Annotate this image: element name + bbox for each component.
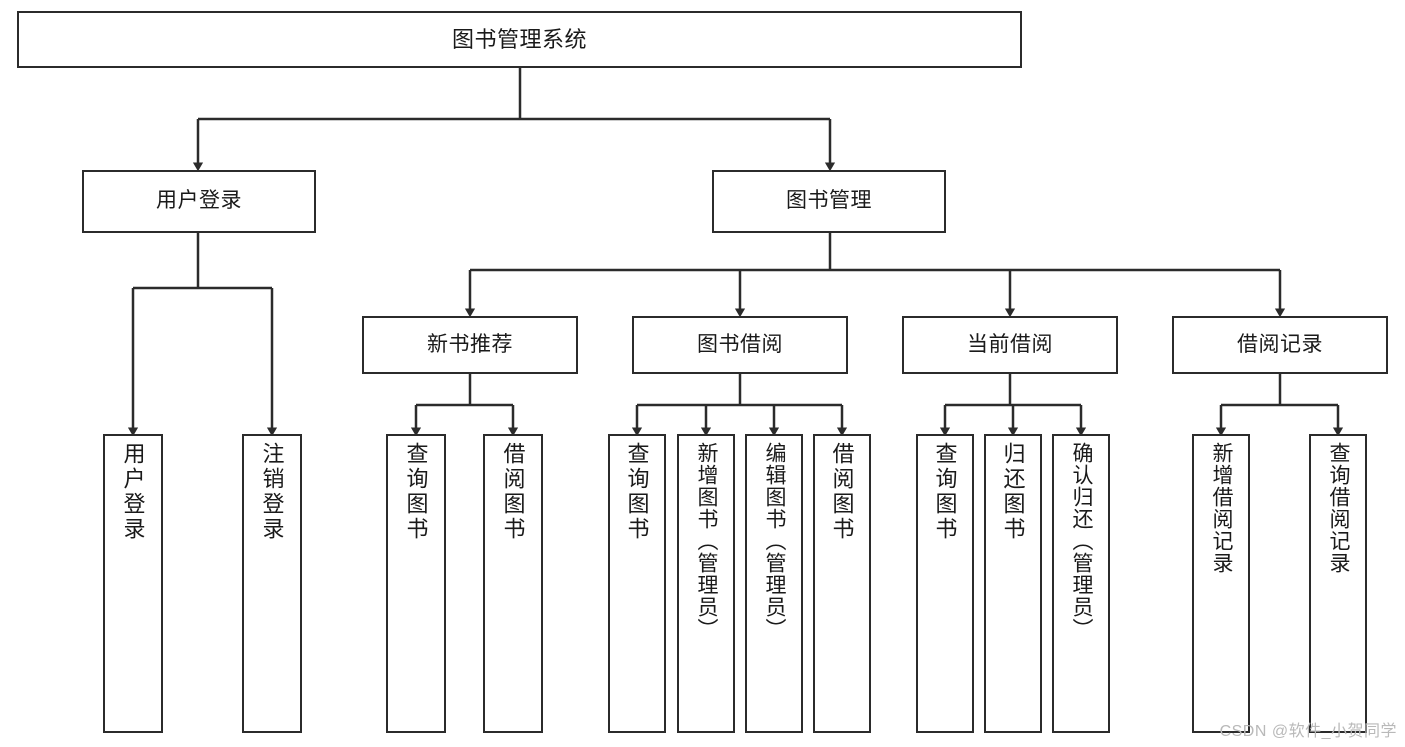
leaf-borrow-query-book[interactable]: 查询图书: [608, 434, 666, 733]
node-label: 查询图书: [403, 442, 429, 542]
node-label: 归还图书: [1000, 442, 1026, 542]
csdn-watermark: CSDN @软件_小贺同学: [1219, 723, 1397, 740]
node-label: 查询图书: [624, 442, 650, 542]
node-label: 新增借阅记录: [1210, 442, 1234, 574]
leaf-user-login-signout[interactable]: 注销登录: [242, 434, 302, 733]
leaf-records-query-record[interactable]: 查询借阅记录: [1309, 434, 1367, 733]
leaf-borrow-edit-book-admin[interactable]: 编辑图书（管理员）: [745, 434, 803, 733]
node-label: 新增图书（管理员）: [695, 442, 719, 640]
node-book-borrow[interactable]: 图书借阅: [632, 316, 848, 374]
node-borrow-records[interactable]: 借阅记录: [1172, 316, 1388, 374]
node-label: 图书管理系统: [451, 26, 587, 52]
node-label: 查询借阅记录: [1327, 442, 1351, 574]
leaf-new-books-borrow[interactable]: 借阅图书: [483, 434, 543, 733]
leaf-new-books-query[interactable]: 查询图书: [386, 434, 446, 733]
node-label: 注销登录: [259, 442, 285, 542]
node-user-login[interactable]: 用户登录: [82, 170, 316, 233]
node-label: 新书推荐: [427, 332, 513, 356]
node-label: 当前借阅: [967, 332, 1053, 356]
leaf-current-query-book[interactable]: 查询图书: [916, 434, 974, 733]
node-new-book-recommend[interactable]: 新书推荐: [362, 316, 578, 374]
node-label: 图书管理: [786, 189, 872, 213]
leaf-current-return-book[interactable]: 归还图书: [984, 434, 1042, 733]
node-label: 图书借阅: [697, 332, 783, 356]
node-label: 用户登录: [156, 189, 242, 213]
node-label: 借阅图书: [500, 442, 526, 542]
leaf-user-login-signin[interactable]: 用户登录: [103, 434, 163, 733]
node-book-management[interactable]: 图书管理: [712, 170, 946, 233]
node-label: 查询图书: [932, 442, 958, 542]
node-label: 用户登录: [120, 442, 146, 542]
leaf-current-confirm-return-admin[interactable]: 确认归还（管理员）: [1052, 434, 1110, 733]
leaf-borrow-add-book-admin[interactable]: 新增图书（管理员）: [677, 434, 735, 733]
node-label: 编辑图书（管理员）: [763, 442, 787, 640]
node-root-system[interactable]: 图书管理系统: [17, 11, 1022, 68]
node-label: 借阅图书: [829, 442, 855, 542]
leaf-borrow-borrow-book[interactable]: 借阅图书: [813, 434, 871, 733]
node-current-borrow[interactable]: 当前借阅: [902, 316, 1118, 374]
leaf-records-add-record[interactable]: 新增借阅记录: [1192, 434, 1250, 733]
node-label: 借阅记录: [1237, 332, 1323, 356]
node-label: 确认归还（管理员）: [1070, 442, 1094, 640]
